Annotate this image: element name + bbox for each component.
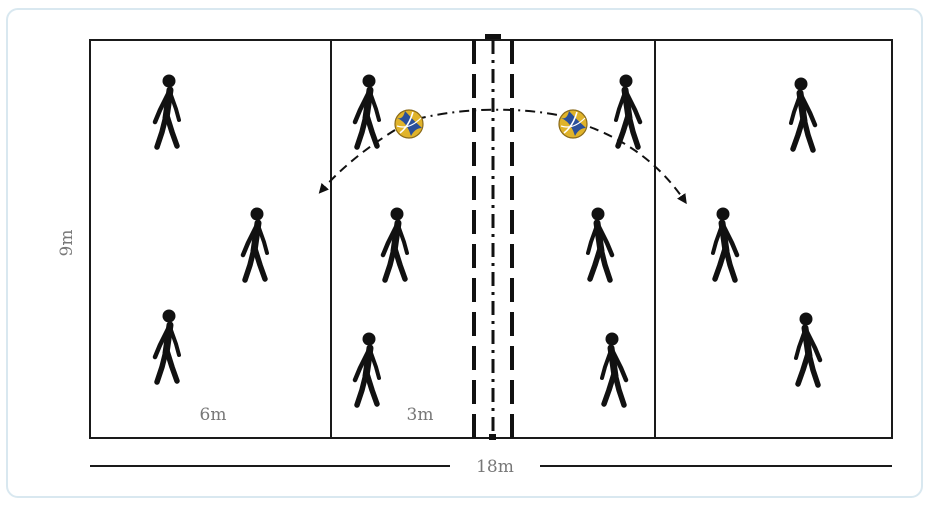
volleyball-icon [558,109,588,139]
court-boundary [89,39,893,439]
walking-person-icon [243,208,267,281]
attack-zone-label: 3m [407,405,434,425]
width-label: 9m [57,230,77,257]
walking-person-icon [155,75,179,148]
walking-person-icon [588,208,612,281]
walking-person-icon [155,310,179,383]
length-label: 18m [476,457,514,477]
walking-person-icon [796,313,820,386]
back-zone-label: 6m [200,405,227,425]
trajectory-arrow-left [318,129,396,194]
walking-person-icon [616,75,640,148]
walking-person-icon [383,208,407,281]
trajectory-arrow-right [589,126,687,205]
net [472,34,514,440]
diagram-frame [6,8,923,498]
walking-person-icon [602,333,626,406]
walking-person-icon [791,78,815,151]
walking-person-icon [355,75,379,148]
walking-person-icon [713,208,737,281]
volleyball-icon [394,109,424,139]
walking-person-icon [355,333,379,406]
